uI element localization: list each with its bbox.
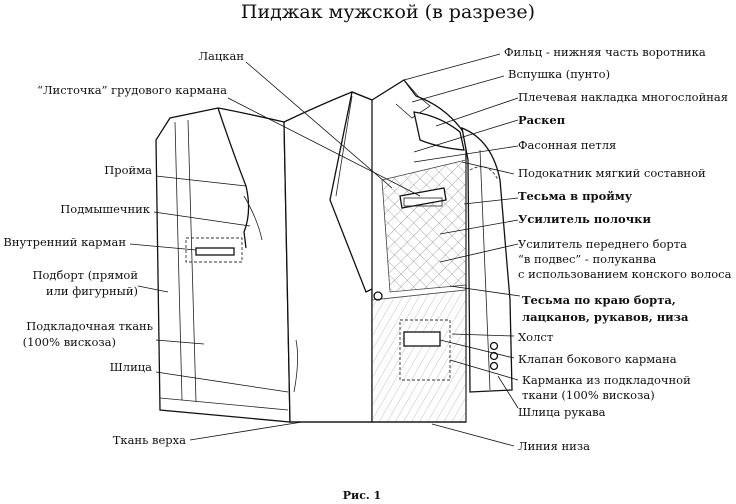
left-hem [159, 397, 289, 411]
vent [293, 339, 298, 393]
label-vent: Шлица [110, 360, 152, 374]
sleeve-button-2 [489, 351, 499, 361]
label-lining-line2: (100% вискоза) [23, 335, 116, 349]
label-lapel: Лацкан [198, 49, 244, 63]
label-piping: Вспушка (пунто) [508, 67, 610, 81]
facing-strip [174, 119, 197, 403]
label-facing-line1: Подборт (прямой [32, 268, 138, 282]
label-facing-line2: или фигурный) [46, 284, 138, 298]
label-outer-fabric: Ткань верха [113, 433, 186, 447]
label-armhole: Пройма [104, 163, 152, 177]
label-side-pocket-flap: Клапан бокового кармана [518, 352, 677, 366]
sleeve-button-1 [489, 341, 499, 351]
label-pocket-bag-line2: ткани (100% вискоза) [522, 388, 655, 402]
lapel-roll [335, 95, 353, 197]
label-gorge: Раскеп [518, 113, 566, 127]
sleeve [461, 126, 513, 393]
label-edge-tape-line1: Тесьма по краю борта, [522, 293, 676, 307]
underarm-shield [243, 195, 263, 241]
label-sleeve-vent: Шлица рукава [518, 405, 606, 419]
inner-pocket [185, 237, 243, 263]
leader-lines [129, 53, 521, 447]
sleeve-seam [479, 149, 491, 391]
label-underarm-shield: Подмышечник [60, 202, 151, 216]
jacket-drawing [155, 79, 513, 423]
label-canvas: Холст [518, 330, 553, 344]
label-canvas-line2: “в подвес” - полуканва [518, 252, 656, 266]
breast-pocket-inner [403, 197, 443, 207]
label-armhole-tape: Тесьма в пройму [518, 189, 633, 203]
side-pocket-flap [403, 331, 441, 347]
collar-felt [395, 79, 431, 119]
label-front-reinforcement: Усилитель полочки [518, 212, 651, 226]
label-lining-line1: Подкладочная ткань [26, 319, 153, 333]
label-collar-felt: Фильц - нижняя часть воротника [504, 45, 706, 59]
sleeve-button-3 [489, 361, 499, 371]
inner-pocket-welt [195, 247, 235, 256]
figure-caption: Рис. 1 [343, 489, 381, 502]
label-pocket-bag-line1: Карманка из подкладочной [522, 373, 691, 387]
label-breast-pocket-welt: “Листочка” грудового кармана [37, 83, 227, 97]
lower-canvas [371, 289, 467, 423]
label-shoulder-pad: Плечевая накладка многослойная [518, 90, 728, 104]
label-edge-tape-line2: лацканов, рукавов, низа [522, 310, 689, 324]
label-canvas-line1: Усилитель переднего борта [518, 237, 687, 251]
label-canvas-line3: с использованием конского волоса [518, 267, 732, 281]
chest-canvas [381, 159, 467, 293]
side-pocket-bag [399, 319, 451, 381]
page-title: Пиджак мужской (в разрезе) [241, 1, 535, 23]
label-buttonhole: Фасонная петля [518, 138, 616, 152]
labels-left: Лацкан “Листочка” грудового кармана Прой… [3, 49, 244, 447]
labels-right: Фильц - нижняя часть воротника Вспушка (… [504, 45, 732, 453]
label-sleeve-head: Подокатник мягкий составной [518, 166, 706, 180]
label-inner-pocket: Внутренний карман [3, 235, 126, 249]
buttonhole [373, 291, 383, 301]
label-hem-line: Линия низа [518, 439, 590, 453]
